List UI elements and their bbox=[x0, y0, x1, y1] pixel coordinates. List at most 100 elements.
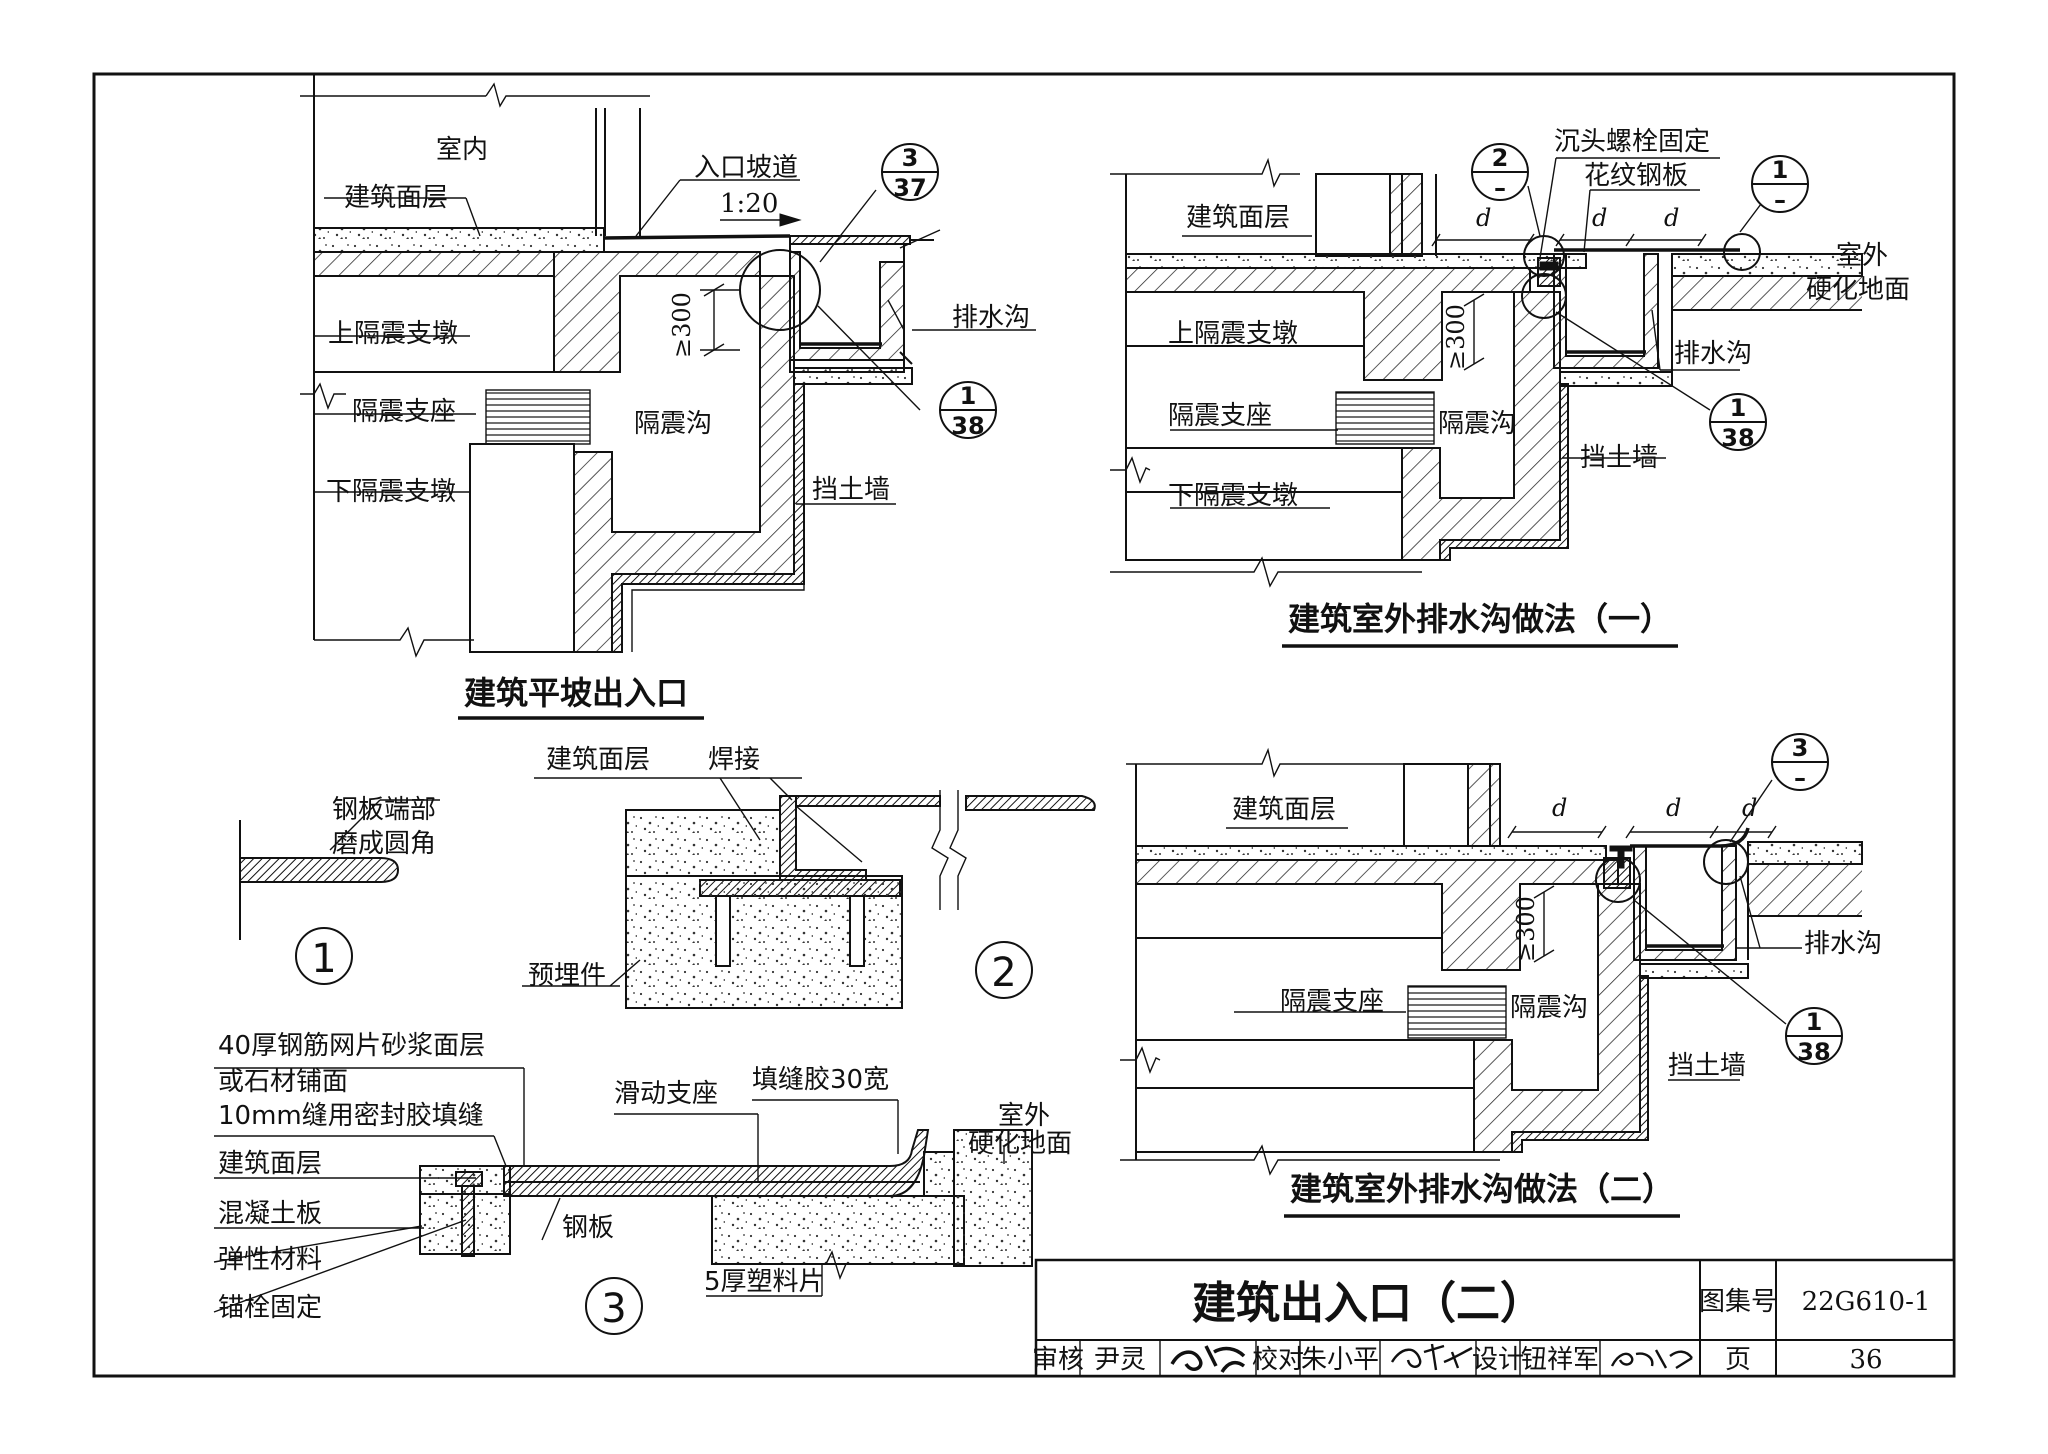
label-trench: 隔震沟 bbox=[634, 409, 712, 439]
view-ramp-entrance: 3 37 1 38 室内 建筑面层 入口坡道 1:20 上隔震支墩 隔震支座 下… bbox=[300, 74, 1036, 720]
title-block: 建筑出入口（二） 图集号 22G610-1 审核 尹灵 校对 朱小平 设计 钮祥… bbox=[1032, 1258, 1956, 1378]
ref-sheet: – bbox=[1794, 764, 1806, 792]
ref-num: 1 bbox=[1772, 156, 1789, 184]
label-drain: 排水沟 bbox=[1804, 929, 1882, 959]
label-plastic: 5厚塑料片 bbox=[704, 1267, 825, 1297]
label-depth: ≥300 bbox=[668, 292, 696, 358]
ref-bubble-1: 1 – bbox=[1751, 155, 1809, 214]
checker-name: 朱小平 bbox=[1301, 1345, 1379, 1375]
atlas-no: 22G610-1 bbox=[1802, 1287, 1931, 1317]
review-label: 审核 bbox=[1032, 1345, 1084, 1375]
label-stone: 或石材铺面 bbox=[218, 1067, 348, 1097]
ref-sheet: – bbox=[1774, 186, 1786, 214]
label-d: d bbox=[1592, 204, 1607, 232]
label-d: d bbox=[1476, 204, 1491, 232]
label-note-1: 钢板端部 bbox=[332, 795, 436, 825]
label-elastic: 弹性材料 bbox=[218, 1245, 322, 1275]
design-label: 设计 bbox=[1472, 1345, 1524, 1375]
view-title-ramp: 建筑平坡出入口 bbox=[464, 674, 688, 712]
atlas-label: 图集号 bbox=[1699, 1287, 1777, 1317]
detail-num-3: 3 bbox=[601, 1286, 626, 1332]
detail-2: 建筑面层 焊接 预埋件 2 bbox=[522, 745, 1096, 1009]
ref-sheet: 38 bbox=[951, 412, 984, 440]
ref-bubble-1-38: 1 38 bbox=[939, 381, 997, 440]
ref-num: 1 bbox=[1730, 394, 1747, 422]
label-anchor: 锚栓固定 bbox=[218, 1293, 322, 1323]
ref-num: 2 bbox=[1492, 144, 1509, 172]
label-hard-ground: 硬化地面 bbox=[968, 1129, 1072, 1159]
view-drain-1: 2 – 1 – 1 38 建筑面层 沉头螺栓固定 花纹钢板 室外 硬化地面 上隔… bbox=[1110, 127, 1910, 648]
label-outdoor: 室外 bbox=[1836, 241, 1888, 271]
label-lower-pier: 下隔震支墩 bbox=[1168, 481, 1298, 511]
detail-3: 40厚钢筋网片砂浆面层 或石材铺面 10mm缝用密封胶填缝 建筑面层 混凝土板 … bbox=[213, 1031, 1072, 1335]
label-note-2: 磨成圆角 bbox=[332, 829, 436, 859]
label-outdoor: 室外 bbox=[998, 1101, 1050, 1131]
ref-bubble-3-37: 3 37 bbox=[881, 143, 939, 202]
ref-bubble-1-38: 1 38 bbox=[1785, 1007, 1843, 1066]
label-floor: 建筑面层 bbox=[546, 745, 650, 775]
label-retaining: 挡土墙 bbox=[1668, 1051, 1746, 1081]
label-upper-pier: 上隔震支墩 bbox=[328, 319, 458, 349]
view-title-drain-1: 建筑室外排水沟做法（一） bbox=[1288, 600, 1672, 638]
ref-num: 1 bbox=[1806, 1008, 1823, 1036]
label-lower-pier: 下隔震支墩 bbox=[326, 477, 456, 507]
label-seal: 10mm缝用密封胶填缝 bbox=[218, 1101, 484, 1131]
label-trench: 隔震沟 bbox=[1438, 409, 1516, 439]
label-trench: 隔震沟 bbox=[1510, 993, 1588, 1023]
label-bearing: 隔震支座 bbox=[1168, 401, 1272, 431]
label-upper-pier: 上隔震支墩 bbox=[1168, 319, 1298, 349]
ref-sheet: 38 bbox=[1797, 1038, 1830, 1066]
ref-bubble-2: 2 – bbox=[1471, 143, 1529, 202]
sheet-border bbox=[92, 72, 1956, 1378]
label-floor: 建筑面层 bbox=[344, 183, 448, 213]
label-mortar: 40厚钢筋网片砂浆面层 bbox=[218, 1031, 485, 1061]
label-plate: 花纹钢板 bbox=[1584, 161, 1688, 191]
label-bearing: 隔震支座 bbox=[1280, 987, 1384, 1017]
label-ramp: 入口坡道 bbox=[694, 153, 798, 183]
page-label: 页 bbox=[1725, 1345, 1751, 1375]
label-d: d bbox=[1664, 204, 1679, 232]
detail-num-1: 1 bbox=[311, 936, 336, 982]
label-d: d bbox=[1742, 794, 1757, 822]
signature-designer bbox=[1610, 1349, 1693, 1370]
label-floor: 建筑面层 bbox=[1186, 203, 1290, 233]
ref-sheet: – bbox=[1494, 174, 1506, 202]
ref-num: 3 bbox=[1792, 734, 1809, 762]
view-title-drain-2: 建筑室外排水沟做法（二） bbox=[1290, 1170, 1674, 1208]
ref-sheet: 38 bbox=[1721, 424, 1754, 452]
ref-sheet: 37 bbox=[893, 174, 926, 202]
detail-num-2: 2 bbox=[991, 950, 1016, 996]
page-no: 36 bbox=[1849, 1345, 1882, 1375]
signature-checker bbox=[1390, 1343, 1473, 1371]
label-depth: ≥300 bbox=[1442, 304, 1470, 370]
sheet-title: 建筑出入口（二） bbox=[1192, 1278, 1544, 1329]
label-sliding: 滑动支座 bbox=[614, 1079, 718, 1109]
label-drain: 排水沟 bbox=[1674, 339, 1752, 369]
label-d: d bbox=[1666, 794, 1681, 822]
label-depth: ≥300 bbox=[1512, 896, 1540, 962]
check-label: 校对 bbox=[1252, 1345, 1304, 1375]
view-drain-2: 3 – 1 38 建筑面层 隔震支座 隔震沟 排水沟 挡土墙 ≥300 d d … bbox=[1120, 733, 1882, 1218]
label-hard-ground: 硬化地面 bbox=[1806, 275, 1910, 305]
label-steel: 钢板 bbox=[562, 1213, 614, 1243]
label-retaining: 挡土墙 bbox=[812, 475, 890, 505]
label-indoor: 室内 bbox=[436, 135, 488, 165]
label-slope: 1:20 bbox=[720, 189, 778, 219]
label-d: d bbox=[1552, 794, 1567, 822]
reviewer-name: 尹灵 bbox=[1094, 1345, 1146, 1375]
detail-1: 钢板端部 磨成圆角 1 bbox=[239, 795, 440, 985]
ref-num: 1 bbox=[960, 382, 977, 410]
label-filler: 填缝胶30宽 bbox=[752, 1065, 889, 1095]
label-embed: 预埋件 bbox=[528, 961, 606, 991]
label-floor: 建筑面层 bbox=[1232, 795, 1336, 825]
ref-bubble-1-38: 1 38 bbox=[1709, 393, 1767, 452]
ref-num: 3 bbox=[902, 144, 919, 172]
label-retaining: 挡土墙 bbox=[1580, 443, 1658, 473]
label-drain: 排水沟 bbox=[952, 303, 1030, 333]
ref-bubble-3: 3 – bbox=[1771, 733, 1829, 792]
signature-reviewer bbox=[1170, 1345, 1246, 1373]
label-floor: 建筑面层 bbox=[218, 1149, 322, 1179]
label-weld: 焊接 bbox=[708, 745, 760, 775]
label-bolt: 沉头螺栓固定 bbox=[1554, 127, 1710, 157]
